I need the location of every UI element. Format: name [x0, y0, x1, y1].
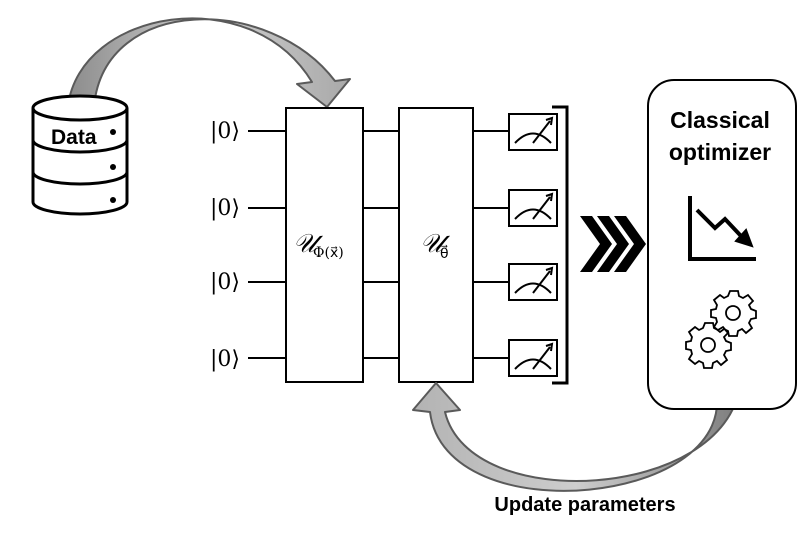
gear-icon: [710, 290, 757, 337]
data-to-circuit-arrow: [67, 17, 351, 108]
database-icon: [31, 94, 129, 216]
encoding-gate-subscript: Φ(x⃗): [313, 245, 344, 261]
update-parameters-label: Update parameters: [494, 494, 675, 516]
measurement-meter-icon: [508, 339, 558, 377]
qubit-ket-label: |0⟩: [210, 196, 240, 221]
qubit-ket-label: |0⟩: [210, 119, 240, 144]
qubit-wires: [248, 130, 509, 359]
data-label: Data: [51, 126, 97, 149]
qubit-ket-label: |0⟩: [210, 270, 240, 295]
decreasing-chart-icon: [688, 196, 756, 261]
classical-optimizer-box: [647, 79, 797, 410]
gear-icon: [685, 322, 732, 369]
variational-gate-subscript: θ⃗: [440, 244, 449, 262]
measurement-meter-icon: [508, 189, 558, 227]
encoding-gate: [285, 107, 364, 383]
optimizer-title-line1: Classical: [670, 107, 770, 133]
update-parameters-arrow: [412, 382, 741, 492]
variational-gate: [398, 107, 474, 383]
qubit-ket-label: |0⟩: [210, 347, 240, 372]
measurement-meter-icon: [508, 113, 558, 151]
optimizer-title-line2: optimizer: [669, 139, 771, 165]
chevrons-right-icon: [580, 216, 646, 272]
measurement-meter-icon: [508, 263, 558, 301]
measurement-bracket: [552, 105, 569, 385]
